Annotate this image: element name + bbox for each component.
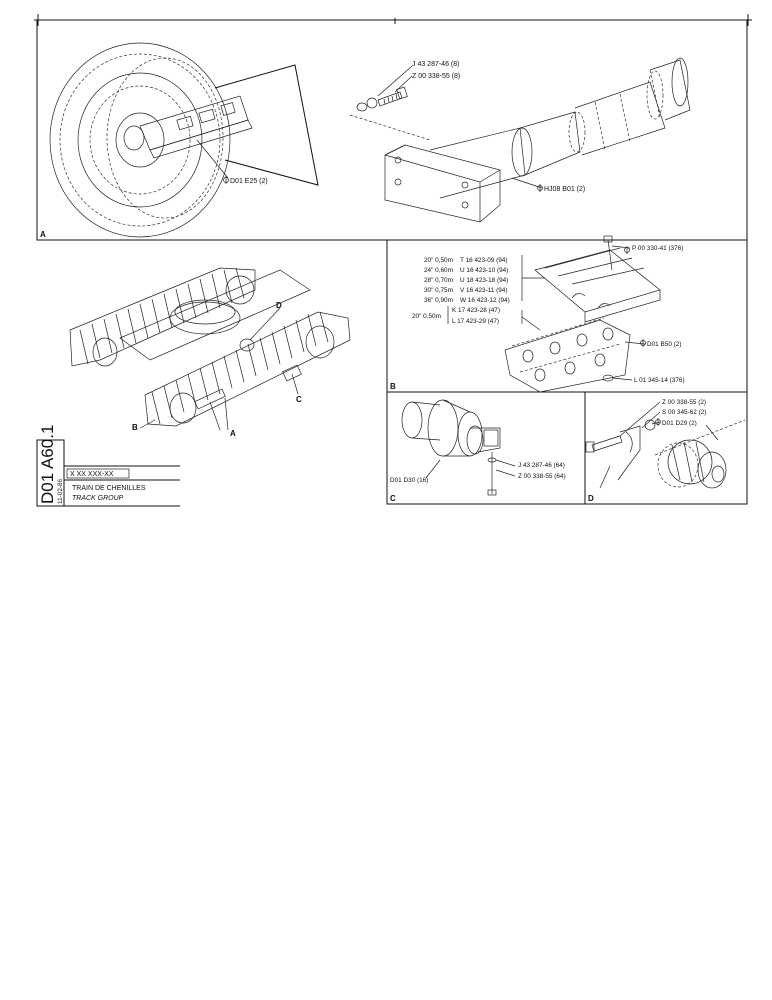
panel-c-frame <box>386 391 586 505</box>
panel-c: C J 43 287-46 (64) Z 00 338-55 (64) D01 … <box>386 391 586 505</box>
idler-wheel-drawing <box>49 42 319 238</box>
title-block: D01 A60.1 11-02-86 X XX XXX-XX TRAIN DE … <box>36 425 180 507</box>
shoe-size-3: 28" 0,70m <box>424 277 453 284</box>
panel-b: B 20" 0,50m T 16 423-09 (9 <box>386 235 748 393</box>
shoe-part-3: U 18 423-18 (94) <box>460 277 508 284</box>
track-shoe-drawing <box>534 235 661 323</box>
document-reference: D01 A60.1 <box>38 425 57 504</box>
panel-d-callout-2: S 00 345-62 (2) <box>662 409 706 416</box>
bolt-washer-drawing <box>349 86 431 141</box>
track-roller-drawing <box>401 399 501 496</box>
panel-c-callout-3: D01 D30 (16) <box>390 477 428 484</box>
panel-d-callout-1: Z 00 338-55 (2) <box>662 399 706 406</box>
shoe-part-1: T 16 423-09 (94) <box>460 257 508 264</box>
chain-part-2: L 17 423-29 (47) <box>452 318 499 325</box>
overview-callout-b: B <box>132 423 138 432</box>
panel-a: A <box>36 19 748 241</box>
panel-b-callout-3: L 01 345-14 (376) <box>634 377 685 384</box>
document-code: X XX XXX-XX <box>70 471 114 478</box>
panel-c-letter: C <box>390 494 396 503</box>
overview-callout-a: A <box>230 429 236 438</box>
title-english: TRACK GROUP <box>72 495 124 502</box>
track-chain-drawing <box>504 317 631 393</box>
panel-b-callout-1: P 00 330-41 (376) <box>632 245 683 252</box>
document-date: 11-02-86 <box>57 478 64 504</box>
track-overview-drawing: D B C A <box>69 267 351 438</box>
panel-c-callout-2: Z 00 338-55 (64) <box>518 473 566 480</box>
shoe-part-5: W 16 423-12 (94) <box>460 297 510 304</box>
panel-d: D Z 00 338-55 (2) S 00 345-62 (2) D01 D2… <box>584 391 748 505</box>
panel-a-callout-2: Z 00 338-55 (8) <box>412 73 460 80</box>
panel-a-callout-1: J 43 287-46 (8) <box>412 61 459 68</box>
panel-a-callout-4: HJ08 B01 (2) <box>544 186 585 193</box>
panel-a-callout-3: D01 E25 (2) <box>230 178 268 185</box>
part-symbols <box>223 176 661 426</box>
shoe-size-4: 30" 0,75m <box>424 287 453 294</box>
shoe-table: 20" 0,50m T 16 423-09 (94) 24" 0,60m U 1… <box>412 257 541 331</box>
panel-a-letter: A <box>40 230 46 239</box>
title-french: TRAIN DE CHENILLES <box>72 485 146 492</box>
shoe-part-4: V 16 423-11 (94) <box>460 287 508 294</box>
shoe-size-2: 24" 0,60m <box>424 267 453 274</box>
shoe-part-2: U 16 423-10 (94) <box>460 267 508 274</box>
carrier-roller-drawing <box>585 419 746 489</box>
chain-size: 20" 0,50m <box>412 313 441 320</box>
panel-d-callout-3: D01 D29 (2) <box>662 420 697 427</box>
shoe-size-1: 20" 0,50m <box>424 257 453 264</box>
panel-c-callout-1: J 43 287-46 (64) <box>518 462 565 469</box>
overview-callout-c: C <box>296 395 302 404</box>
panel-b-letter: B <box>390 382 396 391</box>
overview-callout-d: D <box>276 301 282 310</box>
panel-b-callout-2: D01 B50 (2) <box>647 341 681 348</box>
shoe-size-5: 36" 0,90m <box>424 297 453 304</box>
panel-d-letter: D <box>588 494 594 503</box>
tension-cylinder-drawing <box>384 57 691 223</box>
chain-part-1: K 17 423-28 (47) <box>452 307 500 314</box>
panel-d-frame <box>584 391 748 505</box>
